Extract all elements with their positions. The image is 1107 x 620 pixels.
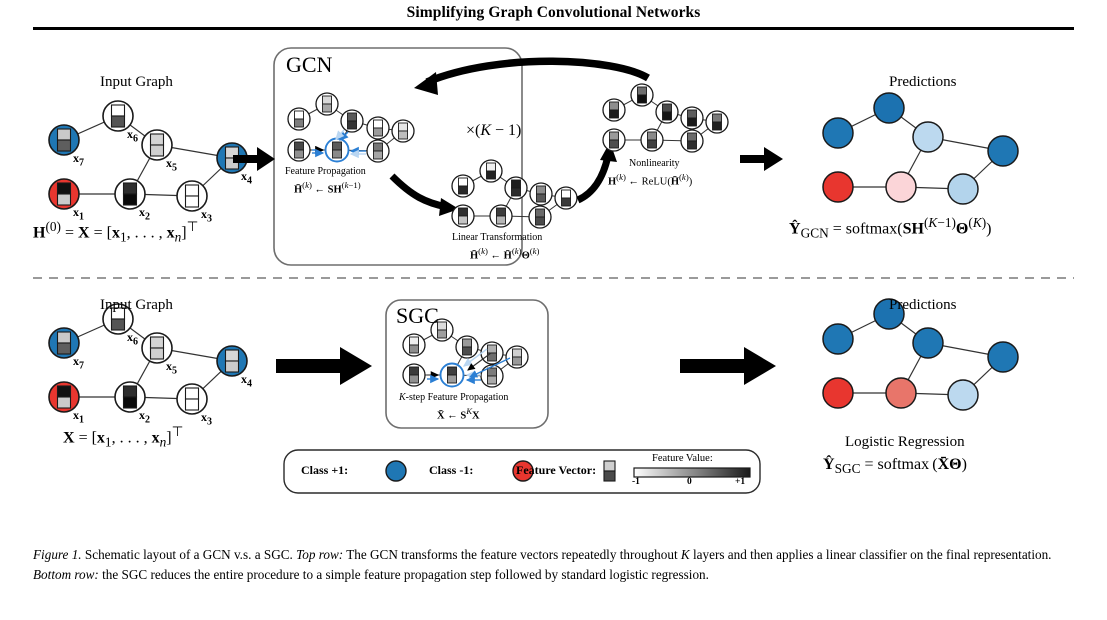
gcn-step-nonlinearity-label: Nonlinearity [629,158,680,169]
node-x1 [48,178,80,210]
top-input-graph-title: Input Graph [100,74,173,90]
figure-caption: Figure 1. Schematic layout of a GCN v.s.… [33,545,1076,586]
gcn-repeat-label: ×(K − 1) [466,122,522,139]
top-predictions-title: Predictions [889,74,957,90]
bpred-node-x1 [822,377,854,409]
sgc-step-label: K-step Feature Propagation [399,392,509,403]
pred-node-x1 [822,171,854,203]
legend-class-neg-swatch [512,460,534,482]
feature-value-min: -1 [632,477,640,487]
node-b-x1 [48,381,80,413]
arrow-input-to-sgc [276,347,372,385]
gcn-propagation-arrows [312,129,366,159]
arrow-input-to-gcn [233,147,275,171]
sgc-propagation-arrows [427,348,511,385]
legend-feature-vector-label: Feature Vector: [516,463,597,477]
figure-caption-label: Figure 1. [33,547,82,562]
arrow-fp-to-linear-head [439,198,459,216]
node-b-x5 [141,332,173,364]
pred-node-x3 [947,173,979,205]
legend-feature-vector-swatch [603,460,616,482]
gcn-box-title: GCN [286,52,333,77]
legend-class-pos-label: Class +1: [301,463,349,477]
page-title: Simplifying Graph Convolutional Networks [406,4,701,21]
pred-node-x2 [885,171,917,203]
gcn-step-feature-propagation-label: Feature Propagation [285,166,366,177]
label-x6: x6 [127,127,138,145]
figure-caption-text: Schematic layout of a GCN v.s. a SGC. To… [33,547,1052,583]
bpred-node-x4 [987,341,1019,373]
top-pred-nodes [822,92,1019,205]
node-b-x7 [48,327,80,359]
gcn-step-nonlinearity-formula: H(k) ← ReLU(H̄(k)) [608,172,693,188]
bpred-node-x5 [912,327,944,359]
label-b-x4: x4 [241,372,252,390]
node-x3 [176,180,208,212]
label-b-x3: x3 [201,410,212,428]
feature-value-mid: 0 [687,477,692,487]
label-x1: x1 [73,205,84,223]
node-x5 [141,129,173,161]
gcn-step-feature-propagation-formula: H̄(k) ← SH(k−1) [294,180,361,196]
node-b-x4 [216,345,248,377]
top-input-formula: H(0) = X = [x1, . . . , xn]⊤ [33,219,199,245]
feature-value-gradient-bar [633,467,751,478]
label-x3: x3 [201,207,212,225]
bottom-input-graph-title: Input Graph [100,297,173,313]
arrow-linear-to-nonlinear [576,155,612,204]
label-x2: x2 [139,205,150,223]
top-input-nodes [48,100,248,212]
feature-value-max: +1 [735,477,746,487]
arrow-linear-to-nonlinear-head [600,142,617,162]
label-x7: x7 [73,151,84,169]
arrow-gcn-to-predictions [740,147,783,171]
node-x4 [216,142,248,174]
label-x5: x5 [166,156,177,174]
legend-class-neg-label: Class -1: [429,463,474,477]
pred-node-x4 [987,135,1019,167]
node-x7 [48,124,80,156]
bottom-predictions-title: Predictions [889,297,957,313]
label-x4: x4 [241,169,252,187]
feature-value-scale-title: Feature Value: [652,453,713,464]
label-b-x2: x2 [139,408,150,426]
gcn-step-linear-transformation-formula: H̄(k) ← H̄(k)Θ(k) [470,246,540,262]
title-rule [33,27,1074,30]
gcn-fp-nodes [287,92,415,163]
label-b-x5: x5 [166,359,177,377]
bottom-input-nodes [48,303,248,415]
bpred-node-x7 [822,323,854,355]
sgc-step-formula: X̄ ← SKX [437,406,480,422]
node-b-x2 [114,381,146,413]
node-x2 [114,178,146,210]
label-b-x7: x7 [73,354,84,372]
logistic-regression-label: Logistic Regression [845,434,965,450]
label-b-x6: x6 [127,330,138,348]
pred-node-x7 [822,117,854,149]
bpred-node-x2 [885,377,917,409]
gcn-step-linear-transformation-label: Linear Transformation [452,232,543,243]
arrow-loop-back-head [414,72,438,95]
sgc-box-title: SGC [396,303,439,328]
pred-node-x5 [912,121,944,153]
node-b-x6 [102,303,134,335]
bpred-node-x6 [873,298,905,330]
arrow-loop-back [425,57,650,86]
arrow-sgc-to-predictions [680,347,776,385]
gcn-nl-nodes [602,83,729,153]
bpred-node-x3 [947,379,979,411]
bottom-predictions-formula: ŶSGC = softmax (X̄Θ) [823,456,967,477]
pred-node-x6 [873,92,905,124]
bottom-pred-nodes [822,298,1019,411]
node-b-x3 [176,383,208,415]
legend-class-pos-swatch [385,460,407,482]
sgc-nodes [402,318,529,388]
top-predictions-formula: ŶGCN = softmax(SH(K−1)Θ(K)) [789,215,992,241]
label-b-x1: x1 [73,408,84,426]
gcn-lt-nodes [451,159,578,229]
node-x6 [102,100,134,132]
bottom-input-formula: X = [x1, . . . , xn]⊤ [63,424,184,450]
